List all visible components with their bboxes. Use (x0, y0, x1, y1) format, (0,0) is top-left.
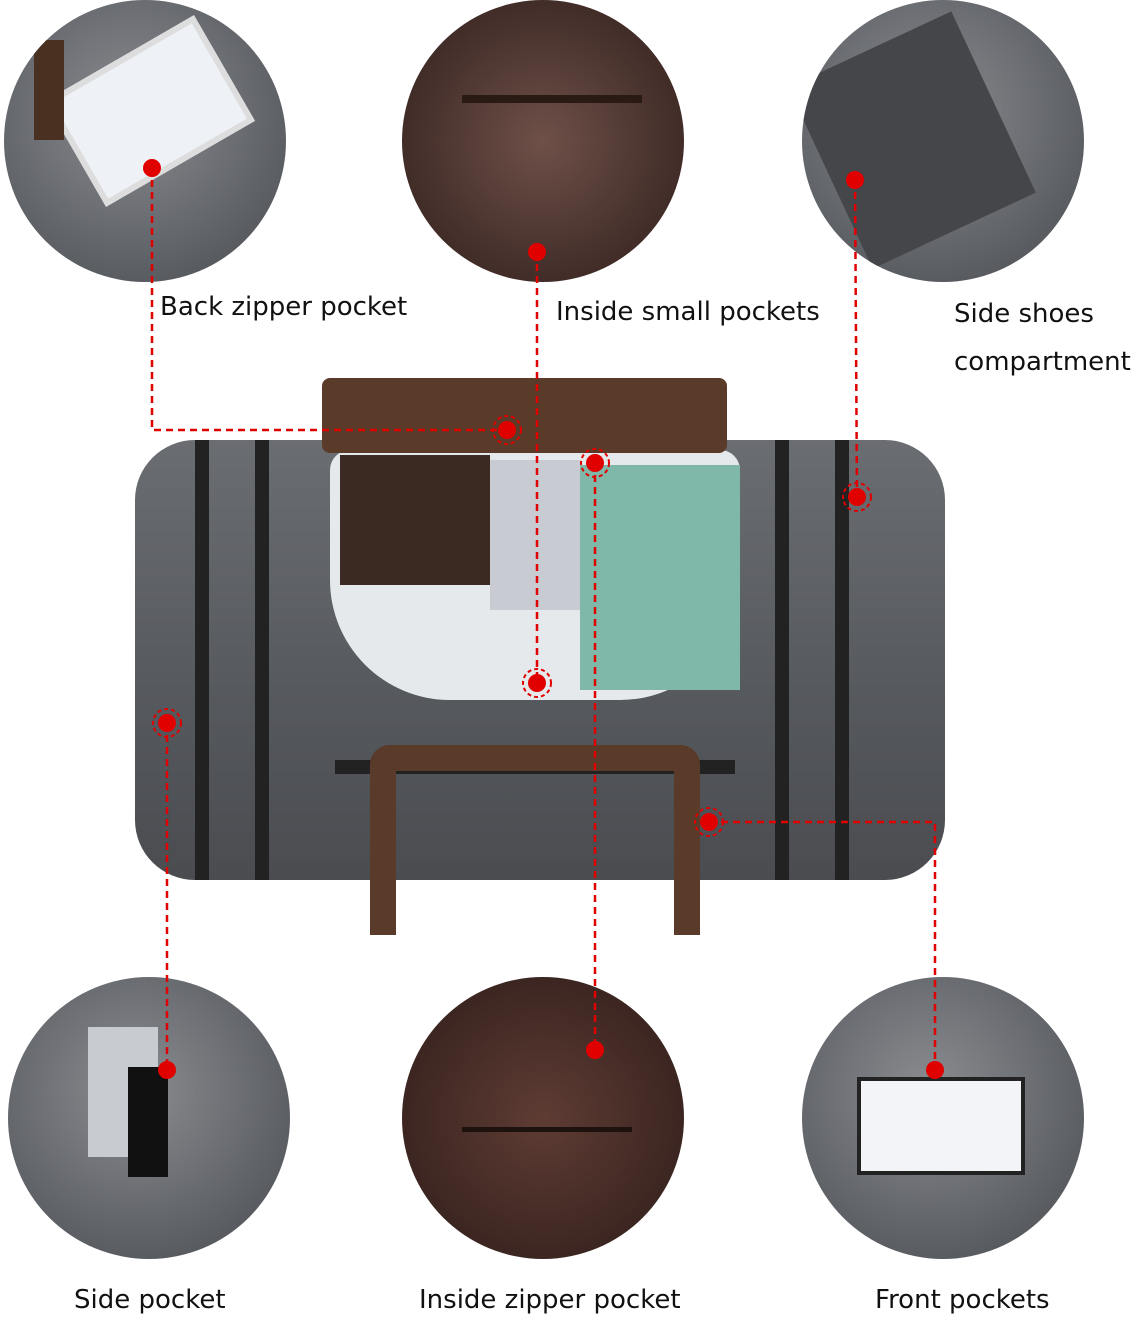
inside-zipper-pocket-photo (402, 977, 684, 1259)
front-pockets-photo (802, 977, 1084, 1259)
bag-flap (322, 378, 727, 453)
label-side-shoes-line1: Side shoes (954, 299, 1094, 329)
back-zipper-pocket-photo (4, 0, 286, 282)
side-pocket-photo (8, 977, 290, 1259)
label-inside-small-pockets: Inside small pockets (556, 297, 820, 327)
inside-small-pockets-photo (402, 0, 684, 282)
duffel-bag (135, 440, 945, 880)
label-inside-zipper-pocket: Inside zipper pocket (419, 1285, 681, 1315)
bag-handle (370, 745, 700, 935)
label-side-pocket: Side pocket (74, 1285, 226, 1315)
side-shoes-compartment-photo (802, 0, 1084, 282)
label-side-shoes-line2: compartment (954, 347, 1131, 377)
label-back-zipper-pocket: Back zipper pocket (160, 292, 408, 322)
label-front-pockets: Front pockets (875, 1285, 1050, 1315)
